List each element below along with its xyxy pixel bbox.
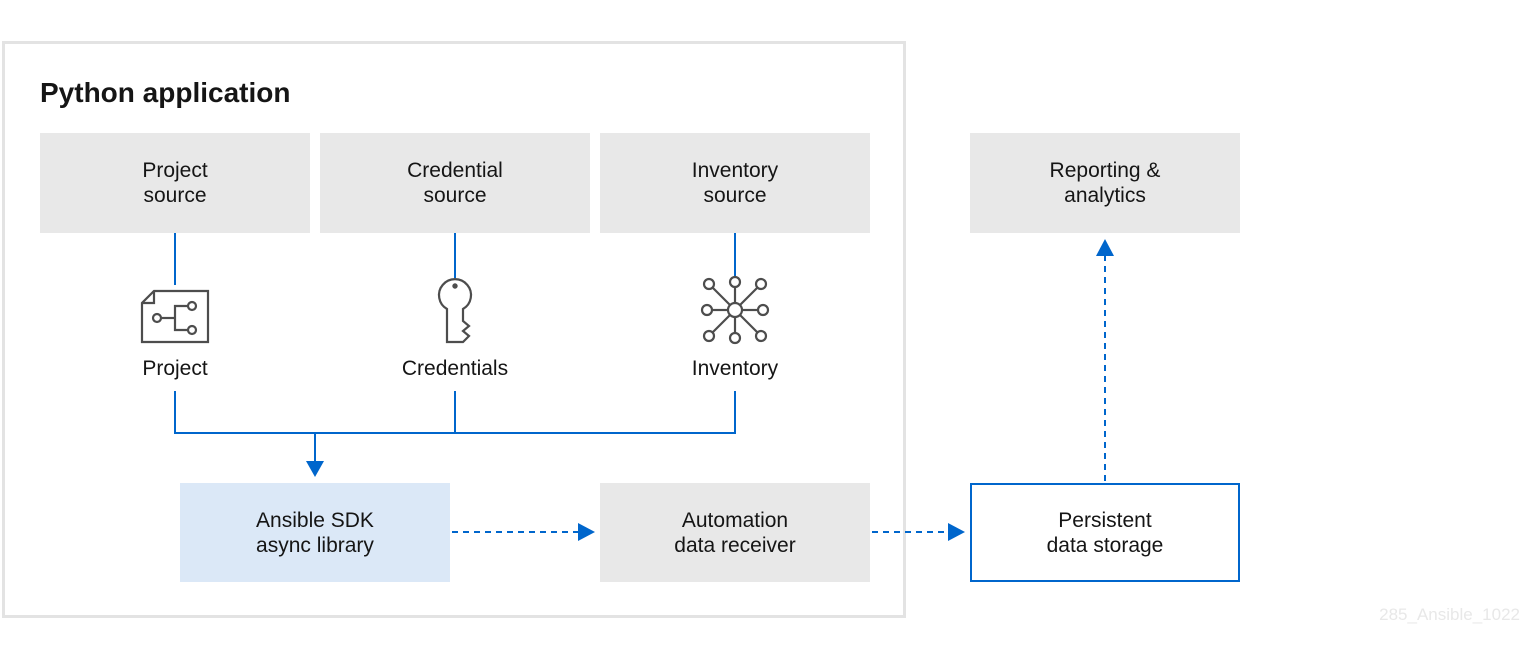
sdk-to-receiver-arrowhead (578, 523, 595, 541)
credentials-label: Credentials (401, 357, 509, 380)
network-icon (700, 275, 770, 345)
credential-source-box: Credential source (320, 133, 590, 233)
sdk-input-arrowhead (306, 461, 324, 477)
credential-source-label-line1: Credential (407, 159, 503, 182)
diagram-title: Python application (40, 77, 291, 108)
inventory-source-box: Inventory source (600, 133, 870, 233)
storage-label-line1: Persistent (1058, 508, 1152, 532)
automation-data-receiver-box: Automation data receiver (600, 483, 870, 582)
persistent-data-storage-box: Persistent data storage (970, 483, 1240, 582)
reporting-label-line2: analytics (1064, 184, 1146, 207)
receiver-to-storage-arrowhead (948, 523, 965, 541)
receiver-label-line2: data receiver (674, 533, 796, 557)
receiver-label-line1: Automation (681, 508, 789, 532)
storage-label-line2: data storage (1046, 533, 1164, 557)
project-icon (140, 289, 210, 344)
storage-to-reporting-arrowhead (1096, 239, 1114, 256)
ansible-sdk-box: Ansible SDK async library (180, 483, 450, 582)
reporting-analytics-box: Reporting & analytics (970, 133, 1240, 233)
project-source-label-line1: Project (142, 159, 208, 182)
credential-source-label-line2: source (423, 184, 487, 207)
sdk-label-line1: Ansible SDK (256, 508, 374, 532)
image-id-watermark: 285_Ansible_1022 (1379, 605, 1520, 624)
inventory-source-label-line1: Inventory (691, 159, 779, 182)
inventory-source-label-line2: source (703, 184, 767, 207)
project-source-box: Project source (40, 133, 310, 233)
reporting-label-line1: Reporting & (1049, 159, 1161, 182)
project-source-label-line2: source (143, 184, 207, 207)
python-application-container (2, 41, 906, 618)
sdk-label-line2: async library (256, 533, 374, 557)
inventory-label: Inventory (691, 357, 779, 380)
key-icon (437, 278, 473, 344)
project-label: Project (142, 357, 208, 380)
